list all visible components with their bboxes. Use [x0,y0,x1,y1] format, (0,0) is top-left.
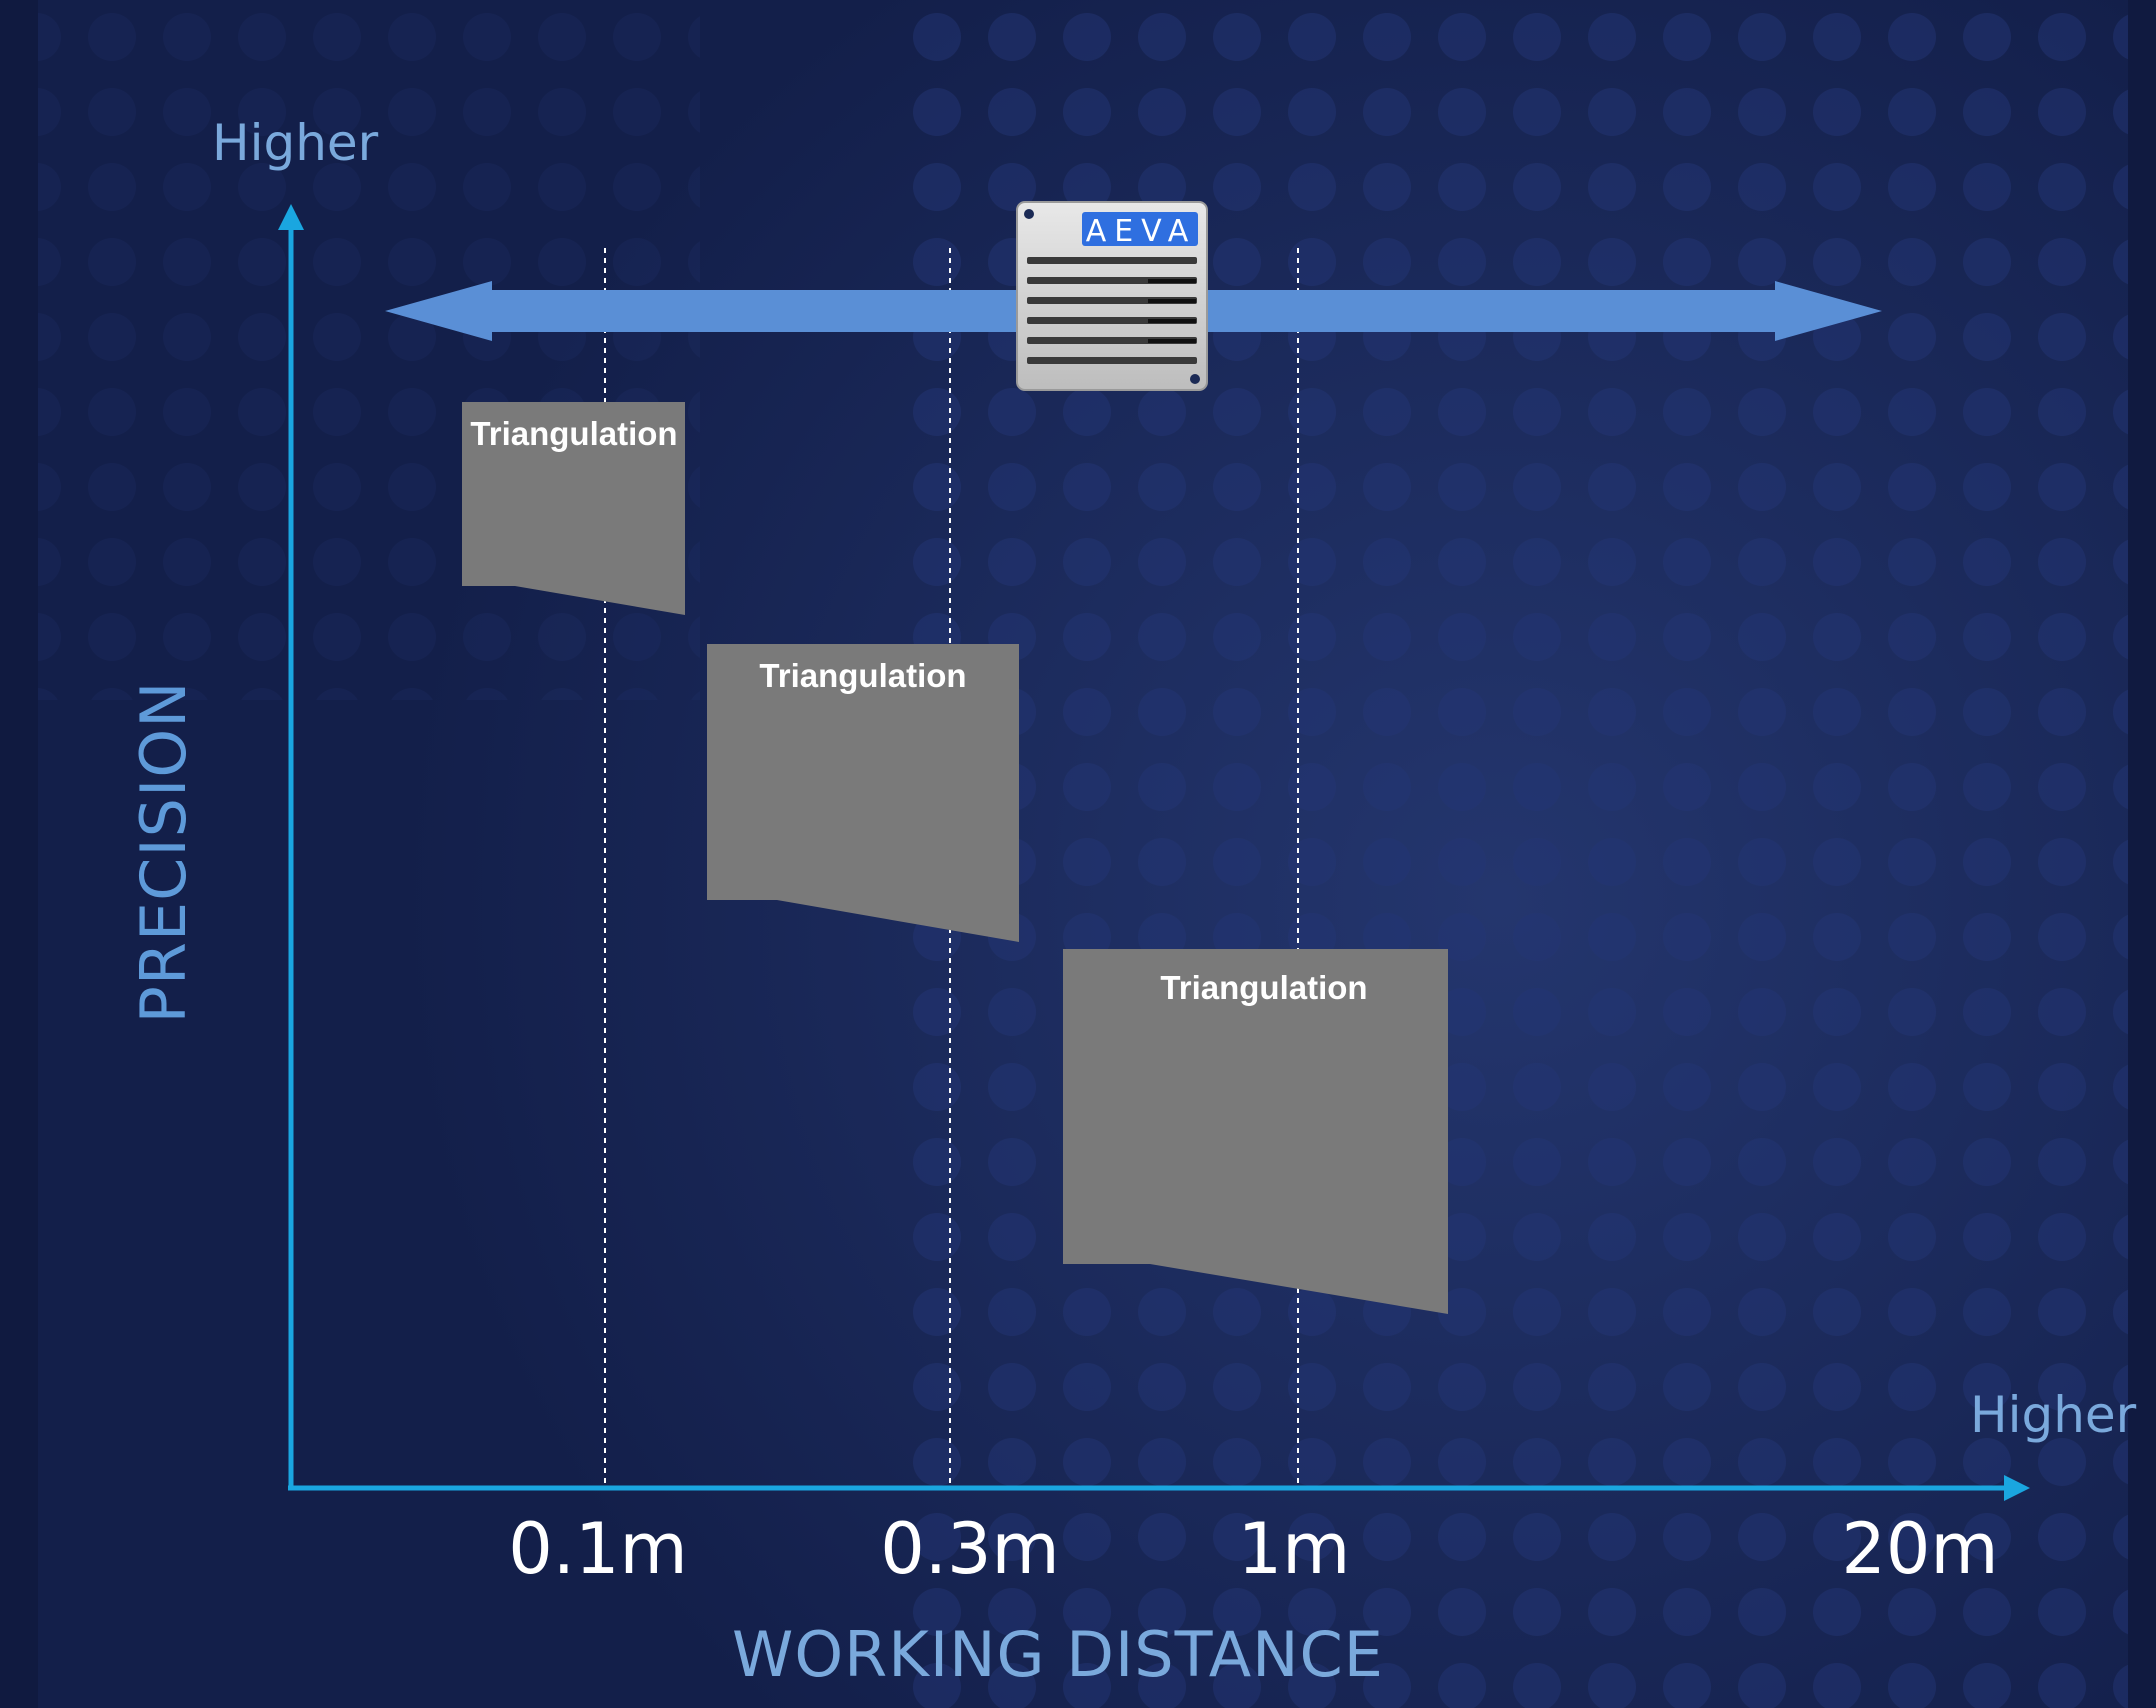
lidar-sensor-icon: AEVA [1016,201,1208,391]
brand-badge [1082,212,1198,246]
sensor-brand-text: AEVA [1086,214,1197,249]
triangulation-box-1-label: Triangulation [470,415,677,452]
triangulation-box-3-label: Triangulation [1160,969,1367,1006]
tick-label-0.3m: 0.3m [880,1508,1060,1590]
x-axis-arrowhead [2004,1475,2030,1501]
x-axis-higher-label: Higher [1970,1386,2137,1444]
y-axis-higher-label: Higher [212,114,379,172]
tick-label-1m: 1m [1238,1508,1351,1590]
frame-edge-right [2128,0,2156,1708]
triangulation-box-2-label: Triangulation [759,657,966,694]
sensor-vent-slats [1027,257,1197,364]
y-axis-title: PRECISION [127,680,200,1023]
triangulation-box-2: Triangulation [707,644,1019,942]
triangulation-box-1: Triangulation [462,402,685,615]
tick-label-0.1m: 0.1m [508,1508,688,1590]
tick-label-20m: 20m [1841,1508,1998,1590]
frame-edge-left [0,0,38,1708]
x-axis-title: WORKING DISTANCE [732,1618,1384,1691]
y-axis-arrowhead [278,204,304,230]
triangulation-box-3: Triangulation [1063,949,1448,1314]
